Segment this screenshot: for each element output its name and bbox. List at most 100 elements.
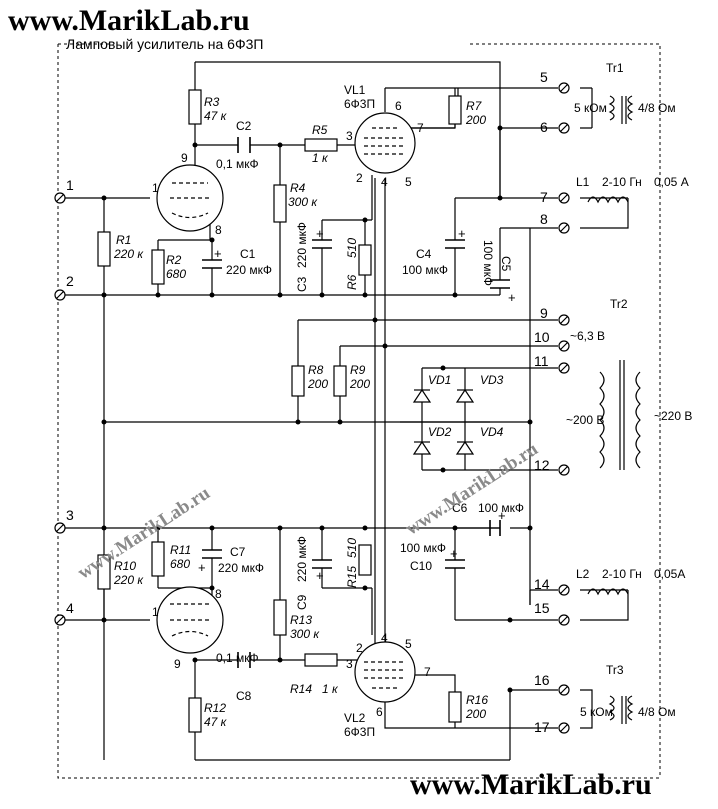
r12-ref: R12	[204, 701, 226, 715]
c7-value: 220 мкФ	[218, 561, 264, 575]
c5-value: 100 мкФ	[481, 240, 495, 286]
vl1-pin-7: 7	[417, 121, 424, 135]
tr3-secondary: 4/8 Ом	[638, 705, 676, 719]
terminal-17-label: 17	[534, 719, 550, 735]
r11-ref: R11	[170, 543, 191, 557]
c2-value: 0,1 мкФ	[216, 157, 259, 171]
tr1-primary: 5 кОм	[574, 101, 607, 115]
tube-electrodes	[170, 127, 406, 689]
r15-value: 510	[345, 538, 359, 558]
schematic-title: Ламповый усилитель на 6Ф3П	[66, 36, 264, 52]
terminal-9-label: 9	[540, 305, 548, 321]
c3-value: 220 мкФ	[295, 222, 309, 268]
vl2-pin-4: 4	[381, 631, 388, 645]
vl2-pin-3: 3	[346, 657, 353, 671]
c3-plus: +	[316, 226, 324, 241]
r7-value: 200	[465, 113, 486, 127]
terminal-15-label: 15	[534, 600, 550, 616]
coils	[587, 95, 641, 724]
vl2-pin-2: 2	[356, 641, 363, 655]
watermark-top: www.MarikLab.ru	[8, 4, 250, 37]
terminal-6-label: 6	[540, 119, 548, 135]
vd3-label: VD3	[480, 373, 504, 387]
triode1-pin-1: 1	[152, 181, 159, 195]
triode1-pin-9: 9	[181, 151, 188, 165]
l1-value: 2-10 Гн	[602, 175, 642, 189]
c7-plus: +	[198, 560, 206, 575]
vd4-label: VD4	[480, 425, 504, 439]
c6-plus: +	[498, 508, 506, 523]
r6-ref: R6	[345, 274, 359, 290]
terminal-2-label: 2	[66, 273, 74, 289]
tr3-primary: 5 кОм	[580, 705, 613, 719]
vl1-pin-6: 6	[395, 99, 402, 113]
vl2-pin-6: 6	[376, 705, 383, 719]
triode2-pin-9: 9	[174, 657, 181, 671]
r14-value: 1 к	[322, 682, 339, 696]
r3-value: 47 к	[204, 109, 228, 123]
vd1-label: VD1	[428, 373, 451, 387]
terminal-5-label: 5	[540, 69, 548, 85]
tr2-ref: Tr2	[610, 297, 628, 311]
r4-value: 300 к	[288, 195, 318, 209]
l1-current: 0,05 А	[654, 175, 689, 189]
terminal-11-label: 11	[534, 353, 549, 369]
triode2-pin-8: 8	[215, 587, 222, 601]
vl1-pin-3: 3	[346, 129, 353, 143]
vd2-label: VD2	[428, 425, 452, 439]
c6-value: 100 мкФ	[478, 501, 524, 515]
r16-value: 200	[465, 707, 486, 721]
c4-ref: C4	[416, 247, 432, 261]
terminal-16-label: 16	[534, 672, 550, 688]
c9-ref: C9	[295, 594, 309, 610]
terminal-4-label: 4	[66, 600, 74, 616]
terminal-7-label: 7	[540, 189, 548, 205]
vl2-type: 6Ф3П	[344, 725, 375, 739]
tr3-ref: Tr3	[606, 663, 624, 677]
c1-ref: C1	[240, 247, 256, 261]
terminal-3-label: 3	[66, 507, 74, 523]
r13-value: 300 к	[290, 627, 320, 641]
r10-ref: R10	[114, 559, 136, 573]
r8-value: 200	[307, 377, 328, 391]
tr2-primary: ~220 В	[654, 409, 692, 423]
triode1-pin-8: 8	[215, 223, 222, 237]
terminal-1-label: 1	[66, 177, 74, 193]
c4-plus: +	[458, 226, 466, 241]
c10-plus: +	[450, 546, 458, 561]
terminal-12-label: 12	[534, 457, 550, 473]
r1-ref: R1	[116, 233, 131, 247]
r9-value: 200	[349, 377, 370, 391]
c1-plus: +	[214, 246, 222, 261]
r13-ref: R13	[290, 613, 312, 627]
c9-plus: +	[316, 568, 324, 583]
terminal-14-label: 14	[534, 576, 550, 592]
l2-value: 2-10 Гн	[602, 567, 642, 581]
dashed-frame	[57, 43, 661, 779]
terminal-8-label: 8	[540, 211, 548, 227]
r6-value: 510	[345, 238, 359, 258]
c5-ref: C5	[499, 256, 513, 272]
r9-ref: R9	[350, 363, 366, 377]
junctions	[101, 125, 533, 693]
r3-ref: R3	[204, 95, 220, 109]
c10-ref: C10	[410, 559, 432, 573]
vl1-pin-4: 4	[381, 175, 388, 189]
c9-value: 220 мкФ	[295, 536, 309, 582]
c1-value: 220 мкФ	[226, 263, 272, 277]
r2-ref: R2	[166, 253, 182, 267]
l1-ref: L1	[576, 175, 590, 189]
r5-value: 1 к	[312, 151, 329, 165]
c2-ref: C2	[236, 119, 252, 133]
triode2-pin-1: 1	[152, 605, 159, 619]
r15-ref: R15	[345, 566, 359, 588]
tr1-secondary: 4/8 Ом	[638, 101, 676, 115]
resistor-bodies	[97, 89, 462, 733]
capacitor-plates	[202, 137, 510, 668]
c6-ref: C6	[452, 501, 468, 515]
c8-ref: C8	[236, 689, 252, 703]
r4-ref: R4	[290, 181, 306, 195]
c4-value: 100 мкФ	[402, 263, 448, 277]
diodes	[412, 388, 475, 455]
wires	[60, 61, 629, 761]
